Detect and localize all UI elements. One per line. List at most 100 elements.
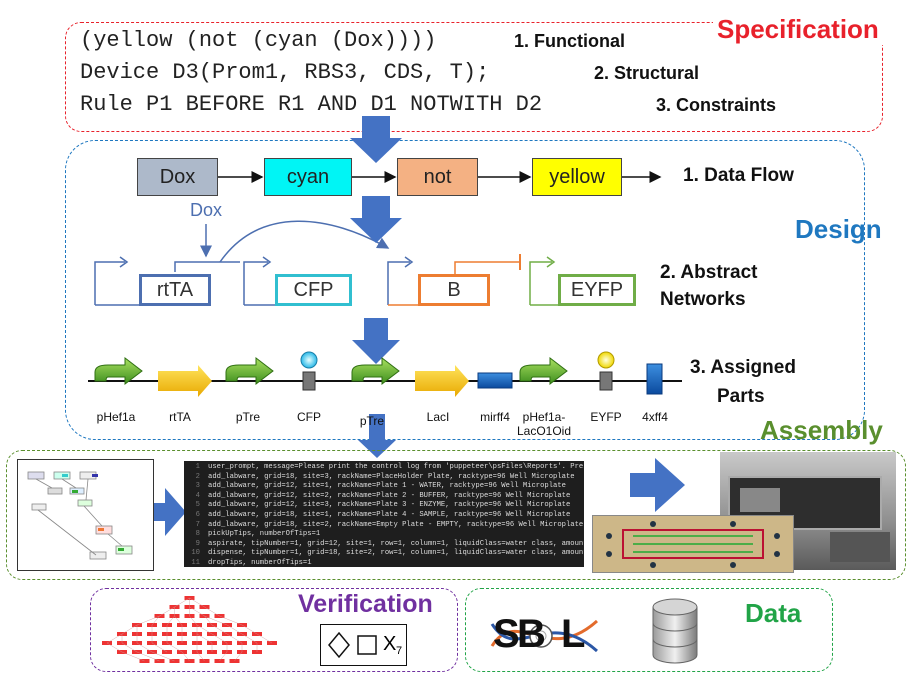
verification-graph-edge — [151, 642, 168, 653]
verification-graph-edge — [136, 651, 160, 662]
verification-graph-edge — [211, 633, 228, 644]
microfluidic-chip-drawing — [606, 521, 780, 568]
structural-tag: 2. Structural — [594, 63, 700, 83]
flow-node-dox: Dox — [137, 158, 218, 196]
data-flow-label: 1. Data Flow — [683, 165, 794, 186]
verification-formula-box: X 7 — [320, 624, 407, 666]
verification-graph-edge — [211, 624, 228, 635]
verification-formula-x: X — [383, 633, 397, 655]
part-label-cfp: CFP — [297, 410, 321, 424]
robot-arm — [740, 488, 780, 512]
flow-node-cyan: cyan — [264, 158, 352, 196]
arrow-spec-to-flow — [350, 116, 402, 163]
specification-panel — [65, 22, 883, 132]
verification-formula-symbols — [328, 631, 377, 659]
cds-glyph-laci — [415, 365, 469, 397]
verification-graph-edge — [121, 642, 138, 653]
verification-graph-edge — [166, 642, 183, 653]
verification-graph-edge — [226, 624, 243, 635]
sbol-helix — [490, 619, 599, 653]
design-title: Design — [795, 214, 882, 244]
arrow-flow-to-network — [350, 196, 402, 243]
verification-graph-edge — [174, 615, 183, 626]
abstract-networks-label-2: Networks — [660, 289, 746, 310]
flow-node-not: not — [397, 158, 478, 196]
verification-graph-edge — [189, 606, 205, 617]
verification-graph-edge — [241, 624, 258, 635]
arrow-parts-to-assembly — [358, 414, 396, 458]
promoter-glyph-1 — [94, 356, 143, 386]
functional-tag: 1. Functional — [514, 31, 626, 51]
promoter-glyph-4 — [519, 356, 568, 386]
abstract-network-drawing — [94, 220, 558, 306]
promoter-glyph-2 — [225, 356, 274, 386]
part-label-rtta: rtTA — [169, 410, 191, 424]
sbol-letter-l: L — [561, 612, 586, 656]
cfp-reporter-glyph — [302, 371, 316, 391]
promoter-glyph-3 — [351, 356, 400, 386]
gene-eyfp: EYFP — [558, 274, 636, 306]
data-title: Data — [745, 598, 802, 628]
sbol-logo: S B L — [487, 606, 602, 664]
verification-graph-edge — [174, 597, 190, 608]
arrow-network-to-parts — [352, 318, 400, 364]
verification-graph-edge — [219, 615, 243, 626]
sbol-letter-b: B — [517, 612, 546, 656]
constraints-tag: 3. Constraints — [656, 95, 777, 115]
robot-base — [830, 532, 890, 562]
verification-graph-edge — [159, 606, 175, 617]
verification-graph-edge — [189, 597, 205, 608]
assigned-parts-label-1: 3. Assigned — [690, 357, 796, 378]
assigned-parts-label-2: Parts — [717, 386, 765, 407]
verification-graph-edge — [241, 633, 258, 644]
design-thumbnail — [17, 459, 154, 571]
data-panel — [465, 588, 833, 672]
verification-graph-edge — [121, 624, 138, 635]
part-label-eyfp: EYFP — [590, 410, 622, 424]
verification-formula-sub: 7 — [396, 645, 403, 657]
cds-glyph-rtta — [158, 365, 212, 397]
sbol-letter-s: S — [493, 612, 520, 656]
abstract-networks-label-1: 2. Abstract — [660, 262, 758, 283]
assembly-panel — [6, 450, 906, 580]
arrow-diagram-to-code — [145, 488, 186, 536]
part-label-laci: LacI — [426, 410, 450, 424]
flow-node-yellow: yellow — [532, 158, 622, 196]
verification-graph-edge — [189, 615, 198, 626]
functional-code: (yellow (not (cyan (Dox)))) — [80, 28, 437, 53]
verification-graph-edge — [196, 651, 205, 662]
verification-graph-edge — [226, 633, 243, 644]
verification-graph-edge — [204, 615, 228, 626]
part-label-laco1oid: LacO1Oid — [516, 424, 572, 438]
gene-cfp: CFP — [275, 274, 352, 306]
verification-graph-edge — [256, 633, 273, 644]
cfp-bulb — [300, 351, 318, 369]
verification-graph-edge — [136, 615, 160, 626]
verification-graph-edge — [151, 615, 160, 626]
verification-graph-edge — [196, 633, 213, 644]
eyfp-reporter-glyph — [599, 371, 613, 391]
verification-graph-edge — [106, 642, 123, 653]
verification-graph-edge — [234, 651, 243, 662]
assembly-title: Assembly — [760, 415, 883, 445]
verification-graph-edge — [196, 624, 213, 635]
eyfp-bulb — [597, 351, 615, 369]
arrow-code-to-robot — [630, 458, 685, 512]
gene-b: B — [418, 274, 490, 306]
part-label-ptre-1: pTre — [235, 410, 261, 424]
verification-graph-edge — [219, 651, 228, 662]
part-label-mirff4: mirff4 — [480, 410, 510, 424]
verification-graph-edge — [204, 606, 220, 617]
microfluidic-chip-image — [592, 515, 794, 573]
gene-rtta: rtTA — [139, 274, 211, 306]
